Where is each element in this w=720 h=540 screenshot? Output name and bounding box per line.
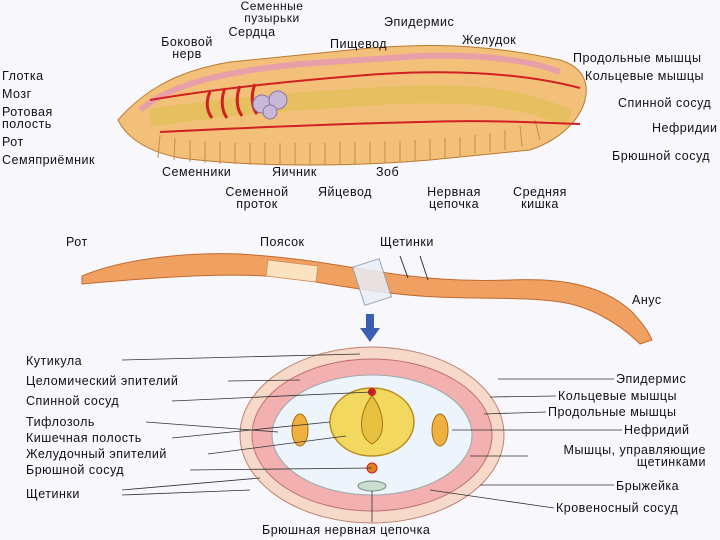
label-seminal-vesicles: Семенные пузырьки: [222, 0, 322, 24]
label-longitudinal-muscles-top: Продольные мышцы: [573, 52, 701, 64]
label-midgut: Средняя кишка: [500, 186, 580, 210]
label-setae-muscles: Мышцы, управляющие щетинками: [530, 444, 706, 468]
label-clitellum: Поясок: [260, 236, 305, 248]
label-brain: Мозг: [2, 88, 32, 100]
label-epidermis-bottom: Эпидермис: [616, 373, 686, 385]
label-hearts: Сердца: [222, 26, 282, 38]
label-lateral-nerve: Боковой нерв: [152, 36, 222, 60]
label-dorsal-vessel-top: Спинной сосуд: [618, 97, 711, 109]
section-plane: [353, 259, 392, 306]
label-longitudinal-muscles-bottom: Продольные мышцы: [548, 406, 676, 418]
label-setae-middle: Щетинки: [380, 236, 434, 248]
label-mouth-top: Рот: [2, 136, 24, 148]
label-epidermis-top: Эпидермис: [384, 16, 454, 28]
label-testes: Семенники: [162, 166, 231, 178]
label-esophagus: Пищевод: [330, 38, 387, 50]
label-mouth-middle: Рот: [66, 236, 88, 248]
label-oral-cavity: Ротовая полость: [2, 106, 53, 130]
whole-worm-illustration: [0, 220, 720, 350]
label-ovary: Яичник: [272, 166, 317, 178]
label-mesentery: Брыжейка: [616, 480, 679, 492]
nephridium-right: [432, 414, 448, 446]
label-stomach: Желудок: [462, 34, 516, 46]
label-nerve-chain: Нервная цепочка: [414, 186, 494, 210]
label-crop: Зоб: [376, 166, 399, 178]
label-ventral-nerve-cord: Брюшная нервная цепочка: [262, 524, 430, 536]
label-ring-muscles-top: Кольцевые мышцы: [585, 70, 704, 82]
label-blood-vessel: Кровеносный сосуд: [556, 502, 678, 514]
label-spermatheca: Семяприёмник: [2, 154, 95, 166]
label-ring-muscles-bottom: Кольцевые мышцы: [558, 390, 677, 402]
label-gastric-epithelium: Желудочный эпителий: [26, 448, 167, 460]
label-pharynx: Глотка: [2, 70, 44, 82]
label-typhlosole: Тифлозоль: [26, 416, 95, 428]
label-dorsal-vessel-bottom: Спинной сосуд: [26, 395, 119, 407]
label-oviduct: Яйцевод: [318, 186, 372, 198]
label-ventral-vessel-top: Брюшной сосуд: [612, 150, 710, 162]
label-nephridia: Нефридии: [652, 122, 717, 134]
label-setae-bottom: Щетинки: [26, 488, 80, 500]
label-cuticle: Кутикула: [26, 355, 82, 367]
down-arrow-icon: [360, 314, 380, 342]
label-gut-cavity: Кишечная полость: [26, 432, 142, 444]
nerve-cord: [358, 481, 386, 491]
label-anus: Анус: [632, 294, 662, 306]
label-ventral-vessel-bottom: Брюшной сосуд: [26, 464, 124, 476]
label-nephridium-bottom: Нефридий: [624, 424, 689, 436]
label-sperm-duct: Семенной проток: [212, 186, 302, 210]
label-coelom-epithelium: Целомический эпителий: [26, 375, 178, 387]
